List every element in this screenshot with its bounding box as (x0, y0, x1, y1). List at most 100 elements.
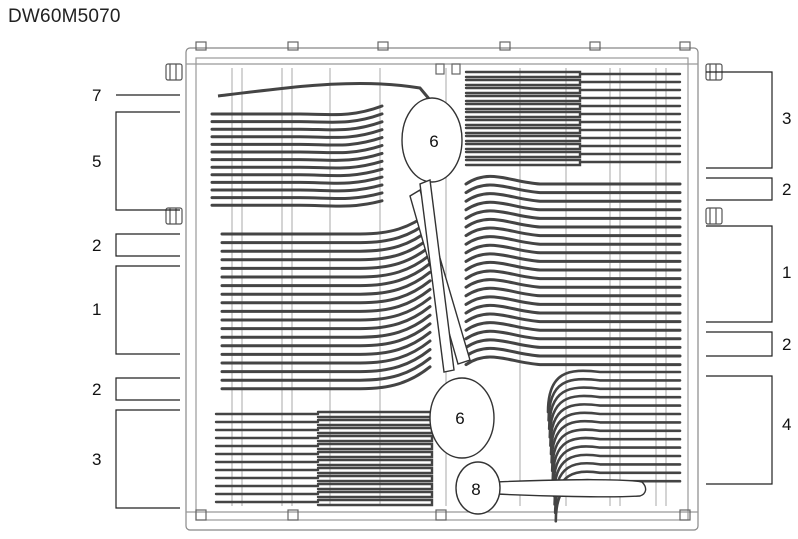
callout-left-7: 7 (92, 86, 101, 105)
fork (210, 175, 384, 185)
right-leaders (706, 71, 773, 485)
knife (464, 102, 682, 111)
teaspoon (546, 369, 682, 414)
teaspoon (551, 436, 682, 481)
spoon (464, 218, 682, 229)
knife (214, 490, 434, 499)
callout-right-2b: 2 (782, 335, 791, 354)
fork (210, 167, 384, 178)
knife (464, 134, 682, 143)
knife (214, 498, 434, 507)
spoon (464, 321, 682, 332)
spoon (220, 279, 432, 305)
knife (464, 142, 682, 151)
spoon (220, 322, 432, 348)
spoon (464, 286, 682, 298)
spatula (455, 461, 647, 515)
spoon (464, 243, 682, 255)
spoon-group-right (464, 175, 682, 367)
spoon (220, 313, 432, 339)
rack-rails (231, 68, 667, 506)
knife (214, 410, 434, 419)
knife (464, 70, 682, 79)
spoon (220, 253, 432, 279)
fork (210, 199, 384, 208)
spoon (220, 330, 432, 356)
fork (210, 183, 384, 193)
spoon (464, 295, 682, 306)
knife (214, 482, 434, 491)
teaspoon (550, 419, 682, 464)
knife (214, 466, 434, 475)
knife (214, 474, 434, 483)
teaspoon (550, 428, 682, 473)
teaspoon (548, 394, 682, 439)
knife-group-left (214, 410, 434, 507)
knife (214, 426, 434, 435)
callout-left-1: 1 (92, 300, 101, 319)
spoon (464, 355, 682, 367)
callout-inner-6b: 6 (455, 409, 464, 428)
callout-left-5: 5 (92, 152, 101, 171)
callout-inner-8: 8 (471, 480, 480, 499)
knife-group-right (464, 70, 682, 167)
spoon (464, 252, 682, 263)
spoon (220, 219, 432, 245)
fork (210, 112, 384, 124)
spoon (464, 192, 682, 203)
fork (210, 159, 384, 170)
fork (210, 128, 384, 139)
spoon (220, 244, 432, 270)
fork (210, 191, 384, 201)
model-title: DW60M5070 (8, 6, 121, 27)
spoon (464, 226, 682, 238)
knife (464, 86, 682, 95)
spoon (464, 235, 682, 246)
teaspoon (549, 411, 682, 456)
teaspoon-group (546, 369, 682, 523)
spoon (220, 339, 432, 365)
rack-frame (185, 41, 699, 531)
knife (464, 110, 682, 119)
spoon (464, 278, 682, 289)
knife (464, 118, 682, 127)
serving-utensil (217, 81, 432, 101)
spoon (464, 183, 682, 195)
knife (214, 418, 434, 427)
spoon (220, 262, 432, 288)
fork (210, 136, 384, 147)
knife (464, 78, 682, 87)
spoon (220, 305, 432, 331)
spoon (464, 304, 682, 315)
spoon (464, 175, 682, 186)
teaspoon (547, 377, 682, 422)
spoon (220, 365, 432, 391)
knife (214, 450, 434, 459)
spoon (464, 269, 682, 281)
ladle-lower (419, 179, 495, 459)
callout-left-2b: 2 (92, 380, 101, 399)
teaspoon (549, 403, 682, 447)
teaspoon (547, 386, 682, 431)
fork (210, 144, 384, 155)
spoon (220, 356, 432, 382)
spoon (464, 329, 682, 341)
spoon-group-left (220, 210, 432, 391)
spoon (220, 287, 432, 313)
spoon (220, 348, 432, 374)
spoon (464, 209, 682, 220)
callout-right-4: 4 (782, 415, 791, 434)
spoon (220, 270, 432, 296)
left-leaders (115, 94, 180, 509)
callout-right-2a: 2 (782, 180, 791, 199)
teaspoon (553, 470, 682, 515)
knife (214, 442, 434, 451)
spoon (220, 296, 432, 322)
fork (210, 120, 384, 132)
fork (210, 151, 384, 162)
spoon (464, 312, 682, 324)
spoon (220, 210, 432, 236)
teaspoon (552, 445, 682, 489)
knife (214, 434, 434, 443)
